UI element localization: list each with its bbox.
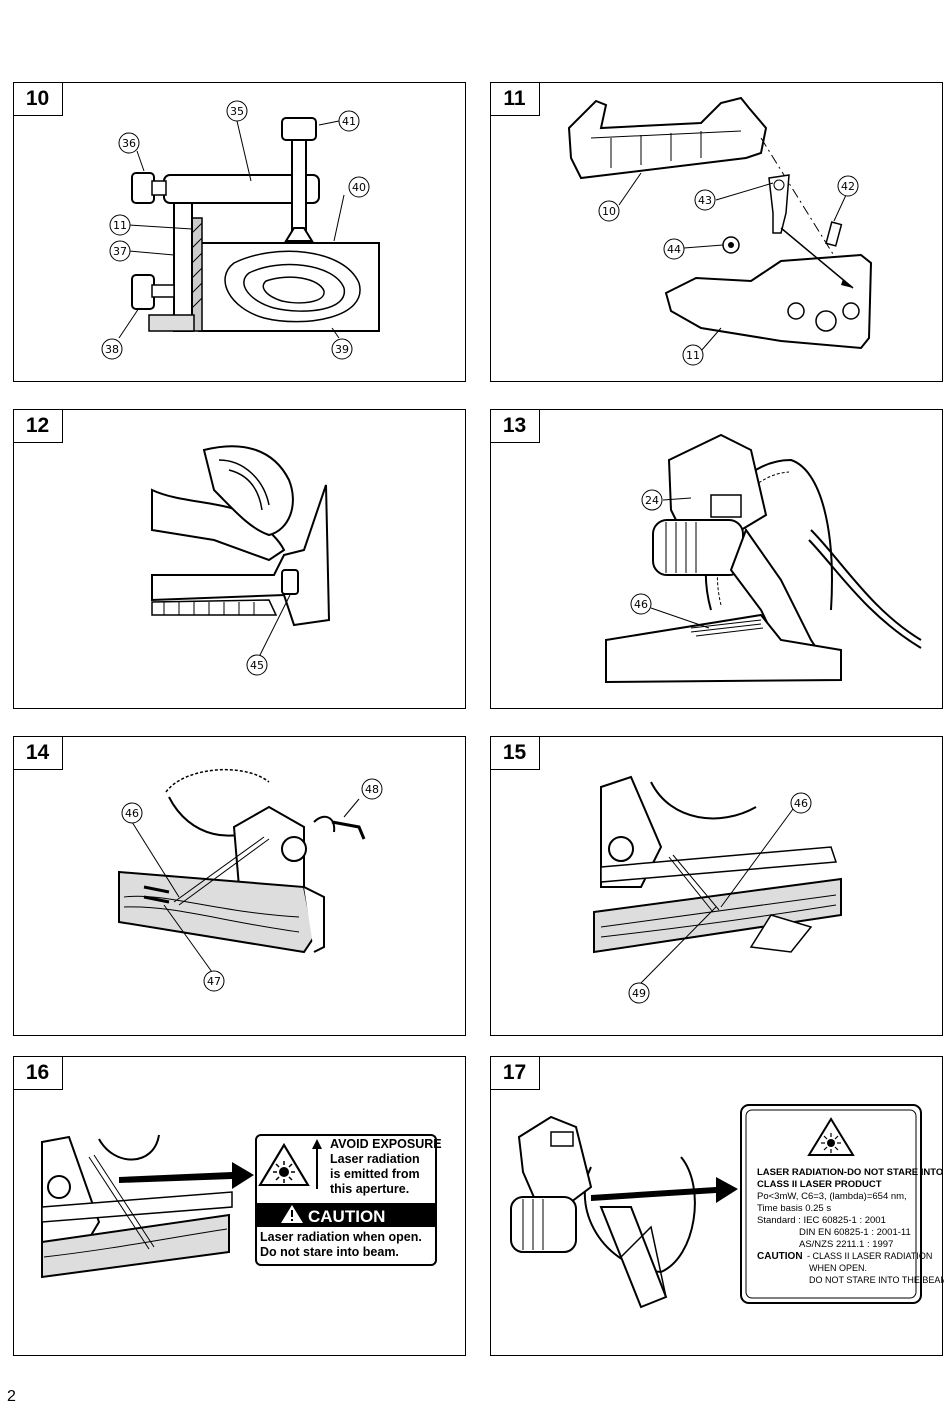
- figure-number-14: 14: [12, 735, 63, 770]
- callout-41: 41: [342, 115, 356, 128]
- label16-avoid-exposure: AVOID EXPOSURE: [330, 1137, 442, 1151]
- label17-line8: - CLASS II LASER RADIATION: [807, 1251, 932, 1261]
- figure-16-illustration: AVOID EXPOSURE Laser radiation is emitte…: [41, 1134, 442, 1279]
- callout-35: 35: [230, 105, 244, 118]
- callout-10: 10: [602, 205, 616, 218]
- label17-line3: Po<3mW, C6=3, (lambda)=654 nm,: [757, 1191, 907, 1202]
- callout-46: 46: [125, 807, 139, 820]
- label17-line6: DIN EN 60825-1 : 2001-11: [799, 1227, 911, 1238]
- figure-17-illustration: LASER RADIATION-DO NOT STARE INTO BEAM C…: [510, 1104, 944, 1309]
- figure-14-illustration: 48 46 47: [118, 768, 383, 992]
- figure-10-panel: 35 41 36 40 11 37 38 39 10: [12, 81, 466, 382]
- figure-11-illustration: 10 43 42 44 11: [567, 96, 873, 366]
- callout-37: 37: [113, 245, 127, 258]
- figure-13-panel: 24 46 13: [489, 408, 943, 709]
- callout-46: 46: [794, 797, 808, 810]
- figure-number-12: 12: [12, 408, 63, 443]
- callout-40: 40: [352, 181, 366, 194]
- figure-13-illustration: 24 46: [605, 433, 922, 684]
- figure-12-illustration: 45: [151, 445, 331, 676]
- figure-16-panel: AVOID EXPOSURE Laser radiation is emitte…: [12, 1055, 466, 1356]
- callout-38: 38: [105, 343, 119, 356]
- figure-15-illustration: 46 49: [593, 775, 842, 1004]
- figure-number-17: 17: [489, 1055, 540, 1090]
- callout-11: 11: [113, 219, 127, 232]
- figure-12-panel: 45 12: [12, 408, 466, 709]
- label17-caution: CAUTION: [757, 1251, 803, 1262]
- label17-line1: LASER RADIATION-DO NOT STARE INTO BEAM: [757, 1167, 944, 1178]
- label16-line2: Laser radiation: [330, 1152, 420, 1166]
- figure-number-15: 15: [489, 735, 540, 770]
- figure-17-panel: LASER RADIATION-DO NOT STARE INTO BEAM C…: [489, 1055, 944, 1356]
- callout-49: 49: [632, 987, 646, 1000]
- label17-line10: DO NOT STARE INTO THE BEAM.: [809, 1275, 944, 1285]
- figure-10-illustration: 35 41 36 40 11 37 38 39: [101, 100, 380, 360]
- label17-line7: AS/NZS 2211.1 : 1997: [799, 1239, 893, 1250]
- callout-47: 47: [207, 975, 221, 988]
- label16-line6: Do not stare into beam.: [260, 1245, 399, 1259]
- figure-number-16: 16: [12, 1055, 63, 1090]
- callout-42: 42: [841, 180, 855, 193]
- callout-11: 11: [686, 349, 700, 362]
- label16-line3: is emitted from: [330, 1167, 420, 1181]
- label17-line9: WHEN OPEN.: [809, 1263, 867, 1273]
- figure-14-panel: 48 46 47 14: [12, 735, 466, 1036]
- page-number: 2: [7, 1388, 16, 1405]
- label16-line4: this aperture.: [330, 1182, 409, 1196]
- callout-45: 45: [250, 659, 264, 672]
- label16-caution: CAUTION: [308, 1207, 385, 1226]
- callout-44: 44: [667, 243, 681, 256]
- figure-number-11: 11: [489, 81, 540, 116]
- callout-48: 48: [365, 783, 379, 796]
- label17-line2: CLASS II LASER PRODUCT: [757, 1179, 882, 1190]
- callout-46: 46: [634, 598, 648, 611]
- figure-11-panel: 10 43 42 44 11 11: [489, 81, 943, 382]
- label17-line4: Time basis 0.25 s: [757, 1203, 831, 1214]
- label16-line5: Laser radiation when open.: [260, 1230, 422, 1244]
- figure-15-panel: 46 49 15: [489, 735, 943, 1036]
- callout-24: 24: [645, 494, 659, 507]
- label17-line5: Standard : IEC 60825-1 : 2001: [757, 1215, 886, 1226]
- figure-number-10: 10: [12, 81, 63, 116]
- callout-39: 39: [335, 343, 349, 356]
- callout-36: 36: [122, 137, 136, 150]
- figure-number-13: 13: [489, 408, 540, 443]
- callout-43: 43: [698, 194, 712, 207]
